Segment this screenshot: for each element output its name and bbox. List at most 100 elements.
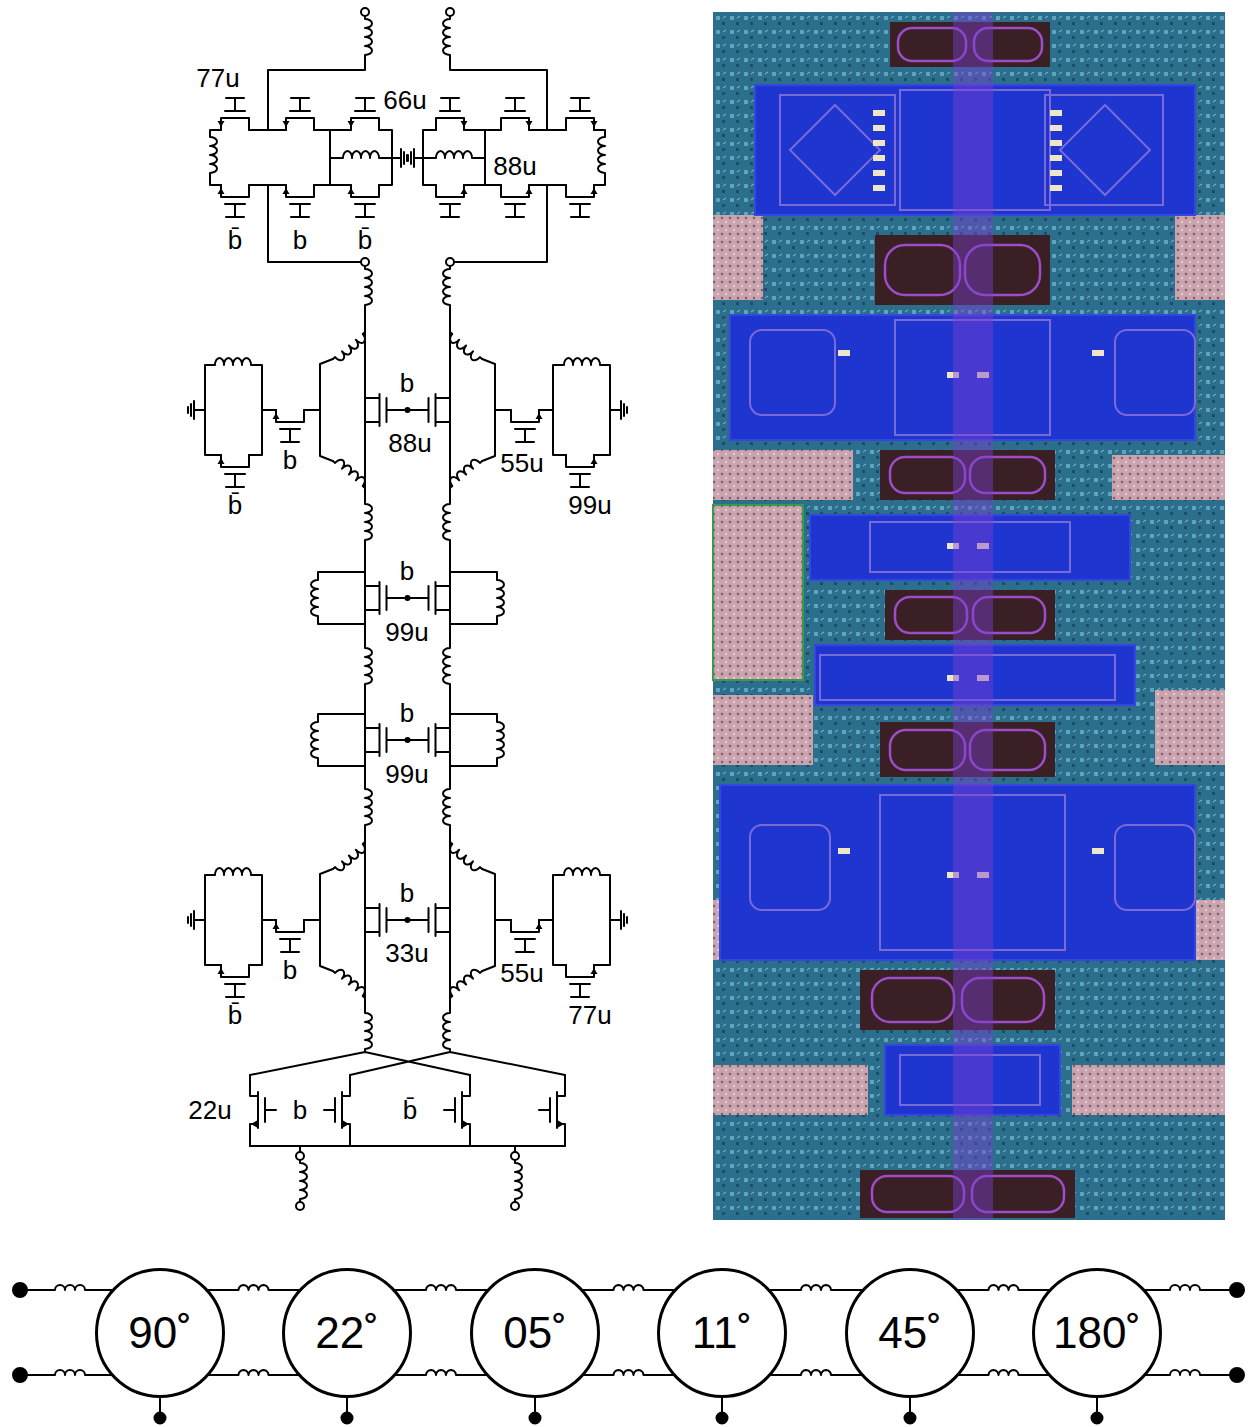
layout-shape <box>872 1176 964 1212</box>
component-symbol <box>188 320 627 500</box>
inductor-wire <box>395 1370 488 1375</box>
device-label: b <box>398 879 416 908</box>
component-symbol <box>365 645 372 687</box>
inductor-wire <box>769 1285 864 1290</box>
component-symbol <box>401 149 407 167</box>
circle-border <box>284 1270 411 1397</box>
terminal-dot <box>905 1413 916 1424</box>
component-symbol <box>515 1160 522 1202</box>
device-label: b̄ <box>356 226 374 255</box>
inductor-wire <box>583 1370 675 1375</box>
phase-label: 180˚ <box>1053 1309 1141 1357</box>
component-symbol <box>365 1010 372 1052</box>
component-symbol <box>283 185 315 217</box>
device-label: b̄ <box>226 491 244 520</box>
layout-shape <box>1092 350 1104 356</box>
layout-shape <box>1112 455 1225 500</box>
terminal-dot <box>717 1413 728 1424</box>
terminal-dot <box>296 1152 304 1160</box>
terminal-dot <box>1230 1368 1244 1382</box>
wire-path <box>250 1052 565 1152</box>
device-label: 77u <box>566 1001 613 1030</box>
phase-shifter-circle: 22˚ <box>282 1268 412 1398</box>
layout-shape <box>713 505 803 680</box>
circle-border <box>847 1270 974 1397</box>
layout-shape <box>872 978 954 1022</box>
wire-path <box>210 130 401 185</box>
phase-label: 05˚ <box>503 1309 567 1357</box>
wire-path <box>160 1396 1097 1414</box>
component-symbol <box>444 1075 470 1146</box>
inductor-wire <box>208 1370 300 1375</box>
wire-path <box>364 308 366 320</box>
device-label: 55u <box>498 449 545 478</box>
phase-shifter-circle: 11˚ <box>657 1268 787 1398</box>
layout-shape <box>750 825 830 910</box>
layout-shape <box>1050 110 1062 116</box>
layout-shape <box>838 848 850 854</box>
phase-label: 90˚ <box>128 1309 192 1357</box>
circle-border <box>1034 1270 1161 1397</box>
layout-shape <box>1155 690 1225 765</box>
layout-shape <box>873 185 885 191</box>
device-label: 66u <box>381 86 428 115</box>
inductor-wire <box>582 1285 676 1290</box>
layout-shape <box>1115 825 1195 910</box>
layout-shape <box>873 155 885 161</box>
layout-shape <box>873 170 885 176</box>
terminal-dot <box>296 1202 304 1210</box>
inductor-wire <box>958 1370 1050 1375</box>
device-label: 99u <box>566 491 613 520</box>
layout-shape <box>1050 140 1062 146</box>
device-label: 22u <box>186 1096 233 1125</box>
layout-shape <box>713 12 1225 1220</box>
layout-shape <box>1175 215 1225 300</box>
terminal-dot <box>342 1413 353 1424</box>
component-symbol <box>340 151 382 158</box>
component-symbol <box>188 830 627 1010</box>
layout-shape <box>1050 185 1062 191</box>
layout-shape <box>713 450 853 500</box>
layout-shape <box>713 1065 868 1115</box>
layout-shape <box>873 125 885 131</box>
inductor-wire <box>394 1285 489 1290</box>
component-symbol <box>324 1075 350 1146</box>
layout-shape <box>713 215 763 300</box>
device-label: 99u <box>383 760 430 789</box>
drawing-group <box>365 266 372 1052</box>
terminal-dot <box>530 1413 541 1424</box>
component-symbol <box>283 98 315 130</box>
device-label: 88u <box>386 429 433 458</box>
terminal-dot <box>155 1413 166 1424</box>
device-label: 33u <box>383 939 430 968</box>
wire-path <box>268 185 361 262</box>
phase-label: 11˚ <box>692 1309 752 1357</box>
device-label: b <box>281 446 299 475</box>
circle-border <box>472 1270 599 1397</box>
device-label: b <box>291 226 309 255</box>
device-label: b̄ <box>226 1001 244 1030</box>
layout-shape <box>780 95 895 205</box>
layout-shape <box>1045 95 1163 205</box>
inductor-wire <box>207 1285 301 1290</box>
layout-shape <box>1050 170 1062 176</box>
device-label: b <box>398 557 416 586</box>
device-label: 88u <box>491 152 538 181</box>
inductor-wire <box>957 1285 1051 1290</box>
device-label: b̄ <box>401 1096 419 1125</box>
circle-border <box>659 1270 786 1397</box>
phase-shifter-circle: 45˚ <box>845 1268 975 1398</box>
layout-shape <box>953 12 993 1220</box>
device-label: 55u <box>498 959 545 988</box>
layout-shape <box>885 245 960 295</box>
device-label: b <box>398 369 416 398</box>
terminal-dot <box>361 8 369 16</box>
layout-shape <box>1050 125 1062 131</box>
terminal-dot <box>13 1368 27 1382</box>
terminal-dot <box>511 1152 519 1160</box>
chip-layout <box>713 12 1225 1220</box>
